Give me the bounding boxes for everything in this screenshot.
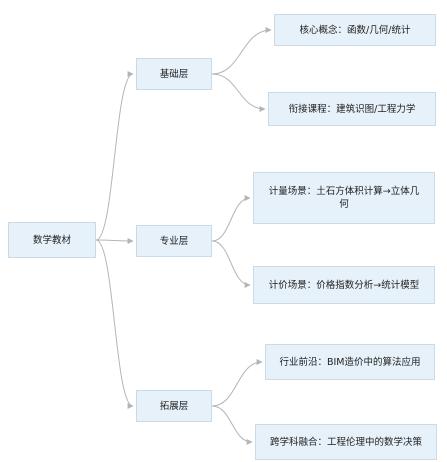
leaf-node-pricing-scenario: 计价场景：价格指数分析→统计模型 [253,266,435,304]
root-node: 数学教材 [8,222,96,258]
leaf-node-industry-frontier: 行业前沿：BIM造价中的算法应用 [265,344,435,380]
connector-extension-to-interdisciplinary [211,405,253,445]
connector-root-to-basic [95,71,134,241]
connector-root-to-extension [95,239,134,409]
connector-basic-to-core-concepts [211,27,272,75]
connector-root-to-professional [95,237,134,244]
leaf-node-bridge-courses: 衔接课程：建筑识图/工程力学 [268,92,436,126]
connector-basic-to-bridge-courses [211,73,266,112]
connector-extension-to-industry-frontier [211,359,263,407]
connector-professional-to-pricing [211,240,251,288]
connector-professional-to-measurement [211,195,251,242]
branch-node-professional: 专业层 [136,225,212,257]
branch-node-extension: 拓展层 [136,390,212,422]
leaf-node-core-concepts: 核心概念：函数/几何/统计 [274,14,436,46]
branch-node-basic: 基础层 [136,58,212,90]
leaf-node-measurement-scenario: 计量场景：土石方体积计算→立体几何 [253,172,435,224]
leaf-node-interdisciplinary: 跨学科融合：工程伦理中的数学决策 [255,424,437,460]
